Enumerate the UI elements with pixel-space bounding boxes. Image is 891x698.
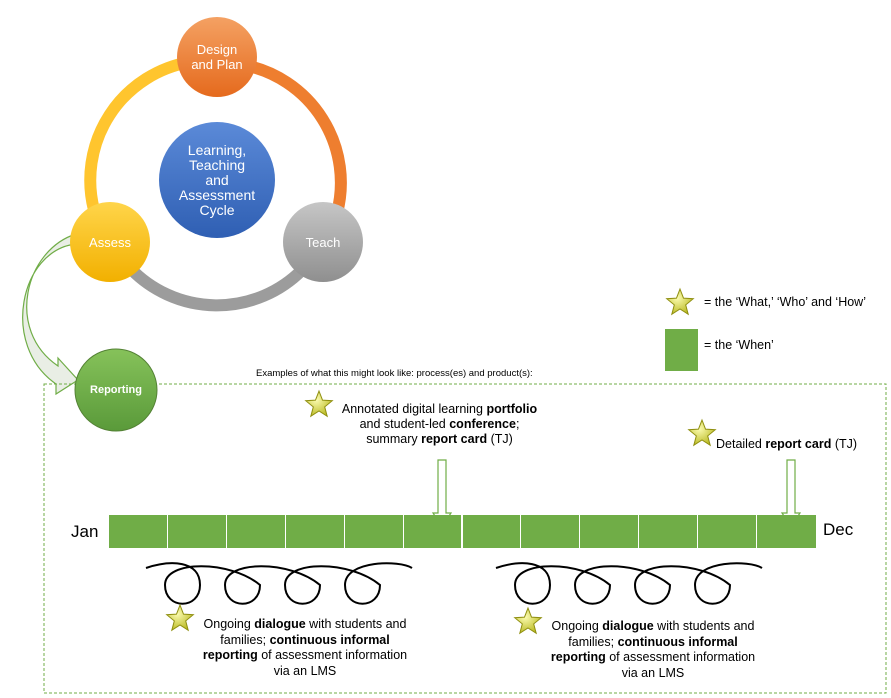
ongoing-left-line: Ongoing dialogue with students and [191,617,419,633]
legend-when-swatch [665,329,698,371]
text-run: reporting [202,648,258,662]
center-label: Learning, Teaching and Assessment Cycle [159,122,275,238]
ongoing-right-line: reporting of assessment information [539,650,767,666]
text-run: continuous informal [269,632,390,647]
timeline-month-block [462,515,522,548]
text-run: report card [765,437,832,451]
text-run: ; [515,417,520,431]
midyear-line: and student-led conference; [332,417,547,432]
text-run: report card [421,432,488,446]
timeline-month-block [757,515,816,548]
timeline-month-block [521,515,581,548]
assess-label: Assess [89,234,131,250]
cycle-arc-gray [125,263,307,312]
endyear-line: Detailed report card (TJ) [716,437,876,452]
text-run: (TJ) [831,437,858,451]
ongoing-right-line: via an LMS [539,666,767,682]
cycle-arc-yellow [84,56,192,212]
text-run: summary [366,432,422,446]
loop-line-left [145,562,413,605]
text-run: dialogue [602,619,654,633]
legend-when-text: = the ‘When’ [704,338,774,352]
text-run: with students and [305,617,407,631]
endyear-star-icon [687,418,717,447]
text-run: and student-led [359,417,450,431]
loop-line-right [495,562,763,605]
center-node [159,122,275,238]
text-run: of assessment information [257,648,408,662]
text-run: (TJ) [487,432,513,446]
text-run: Ongoing [551,619,603,633]
legend-what-who-how-text: = the ‘What,’ ‘Who’ and ‘How’ [704,295,866,309]
timeline-month-block [403,515,463,548]
ongoing-left-line: via an LMS [191,664,419,680]
midyear-line: summary report card (TJ) [332,432,547,447]
center-line-4: Assessment [178,186,256,203]
timeline-month-block [580,515,640,548]
timeline-month-block [344,515,404,548]
text-run: continuous informal [617,634,738,649]
ongoing-right-star-icon [513,606,543,635]
timeline-month-block [285,515,345,548]
examples-frame [43,383,887,694]
endyear-reporting-callout: Detailed report card (TJ) [716,437,876,452]
center-line-2: Teaching [188,156,246,173]
text-run: Annotated digital learning [341,402,487,416]
text-run: families; [568,634,618,649]
ongoing-right-line: Ongoing dialogue with students and [539,619,767,635]
text-run: dialogue [254,617,306,631]
center-line-1: Learning, [187,141,247,158]
center-line-3: and [205,171,229,188]
text-run: portfolio [486,402,538,416]
text-run: via an LMS [621,665,685,680]
timeline-month-block [109,515,168,548]
reporting-label: Reporting [90,384,142,396]
design-plan-line-2: and Plan [191,57,243,72]
teach-label: Teach [305,234,341,250]
text-run: Detailed [716,437,766,451]
ongoing-left-star-icon [165,603,195,632]
timeline-start-label: Jan [71,522,99,541]
text-run: reporting [550,650,606,664]
timeline-month-block [167,515,227,548]
text-run: conference [449,417,516,431]
text-run: via an LMS [273,663,337,678]
text-run: of assessment information [605,650,756,664]
assess-node [70,202,150,282]
design-plan-line-1: Design [196,42,238,57]
teach-node [283,202,363,282]
examples-caption: Examples of what this might look like: p… [256,368,533,379]
ongoing-left-line: families; continuous informal [191,633,419,649]
text-run: families; [220,632,270,647]
text-run: with students and [653,619,755,633]
cycle-arc-orange [242,59,347,215]
ongoing-left-line: reporting of assessment information [191,648,419,664]
legend-star-icon [665,287,695,316]
text-run: Ongoing [203,617,255,631]
timeline-month-block [639,515,699,548]
timeline-month-block [226,515,286,548]
reporting-node [74,348,158,432]
midyear-star-icon [304,389,334,418]
midyear-line: Annotated digital learning portfolio [332,402,547,417]
assess-to-reporting-arrow [22,233,79,396]
timeline-end-label: Dec [823,520,854,539]
design-plan-label: Design and Plan [177,17,257,97]
ongoing-right-line: families; continuous informal [539,635,767,651]
design-plan-node [177,17,257,97]
timeline-month-block [698,515,758,548]
center-line-5: Cycle [199,201,235,218]
